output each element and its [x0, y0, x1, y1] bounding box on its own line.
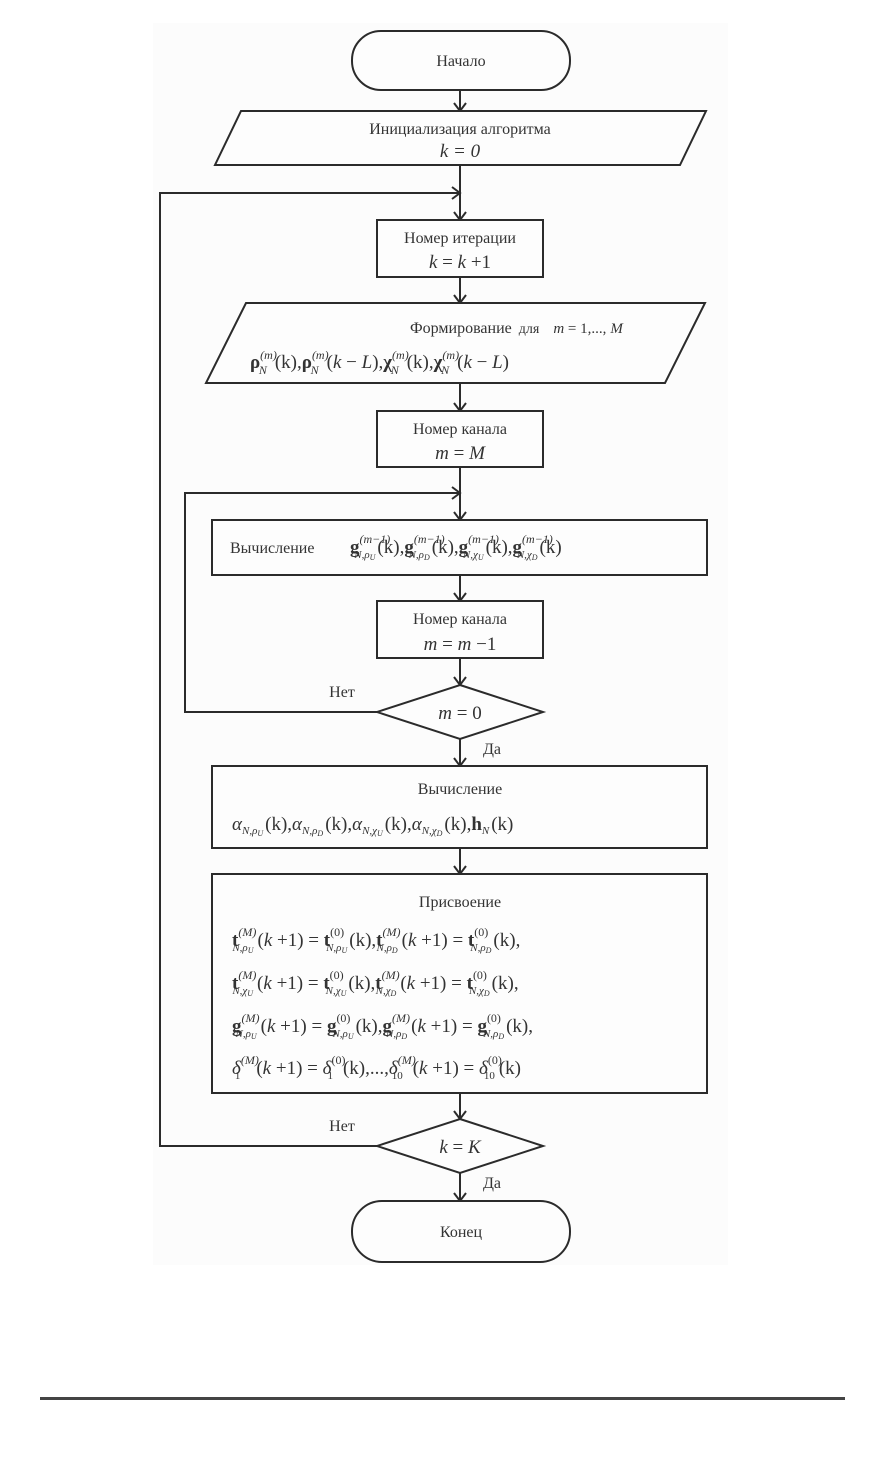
forming-io-block: Формирование для m = 1,...,M ρ(m)N(k),ρ(…: [204, 302, 707, 384]
channel-dec-title: Номер канала: [413, 611, 507, 628]
iteration-title: Номер итерации: [404, 230, 516, 247]
end-terminator: Конец: [351, 1200, 571, 1263]
decision-m-condition: m = 0: [438, 703, 481, 724]
compute-g-title: Вычисление: [230, 540, 314, 557]
decision-m-zero: m = 0 Нет Да: [329, 683, 547, 758]
iteration-process-box: Номер итерации k = k +1: [376, 219, 544, 278]
compute-alpha-title: Вычисление: [418, 781, 502, 798]
channel-init-formula: m = M: [435, 443, 486, 464]
decision-m-no-label: Нет: [329, 684, 355, 701]
assign-line-4: δ(M)1(k +1) = δ(0)1(k),...,δ(M)10(k +1) …: [232, 1053, 521, 1082]
outer-loop-return: [159, 186, 462, 1147]
compute-alpha-process-box: Вычисление αN,ρU(k),αN,ρD(k),αN,χU(k),αN…: [211, 765, 708, 849]
start-terminator: Начало: [351, 30, 571, 91]
inner-loop-return: [184, 486, 462, 713]
forming-formula: ρ(m)N(k),ρ(m)N(k − L),χ(m)N(k),χ(m)N(k −…: [250, 348, 509, 377]
compute-g-process-box: Вычисление g(m−1)N,ρU(k),g(m−1)N,ρD(k),g…: [211, 519, 708, 576]
assign-line-2: t(M)N,χU(k +1) = t(0)N,χU(k),t(M)N,χD(k …: [231, 968, 518, 998]
start-label: Начало: [436, 53, 485, 70]
page-footnote-rule: [40, 1397, 845, 1400]
decision-k-condition: k = K: [439, 1137, 482, 1158]
init-title: Инициализация алгоритма: [369, 121, 551, 138]
decision-k-final: k = K Нет Да: [329, 1117, 547, 1192]
compute-g-formula: g(m−1)N,ρU(k),g(m−1)N,ρD(k),g(m−1)N,χU(k…: [350, 532, 562, 562]
assign-title: Присвоение: [419, 894, 501, 911]
decision-k-no-label: Нет: [329, 1118, 355, 1135]
assign-line-3: g(M)N,ρU(k +1) = g(0)N,ρU(k),g(M)N,ρD(k …: [232, 1011, 533, 1041]
assign-process-box: Присвоение t(M)N,ρU(k +1) = t(0)N,ρU(k),…: [211, 873, 708, 1094]
decision-m-yes-label: Да: [483, 741, 501, 758]
compute-alpha-formula: αN,ρU(k),αN,ρD(k),αN,χU(k),αN,χD(k),hN(k…: [232, 814, 513, 838]
iteration-formula: k = k +1: [429, 252, 491, 273]
end-label: Конец: [440, 1224, 483, 1241]
init-formula: k = 0: [440, 141, 481, 162]
forming-title-line: Формирование для m = 1,...,M: [410, 320, 624, 337]
assign-line-1: t(M)N,ρU(k +1) = t(0)N,ρU(k),t(M)N,ρD(k …: [231, 925, 520, 955]
channel-init-process-box: Номер канала m = M: [376, 410, 544, 468]
decision-k-yes-label: Да: [483, 1175, 501, 1192]
channel-decrement-process-box: Номер канала m = m −1: [376, 600, 544, 659]
channel-init-title: Номер канала: [413, 421, 507, 438]
channel-dec-formula: m = m −1: [424, 634, 497, 655]
init-io-block: Инициализация алгоритма k = 0: [213, 110, 708, 166]
